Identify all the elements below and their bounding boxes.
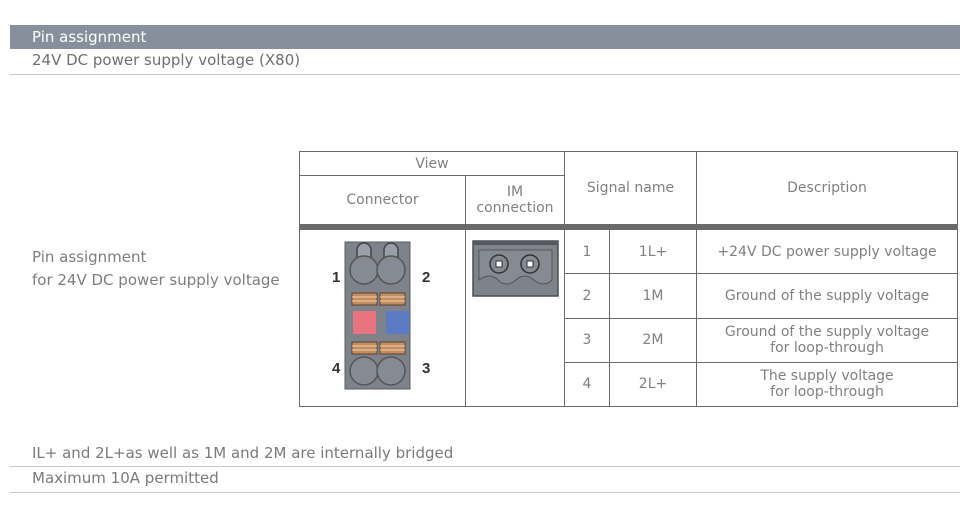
connector-label-3: 3 [422, 360, 430, 377]
signal-name: 2M [609, 317, 697, 363]
table-row: 1 2 4 3 1 1L+ +24V DC power supply volta… [299, 228, 958, 407]
header-im-line1: IM [506, 184, 524, 200]
connector-image-cell: 1 2 4 3 [299, 229, 466, 407]
table-row: 4 2L+ The supply voltage for loop-throug… [300, 361, 958, 408]
pin-number: 1 [564, 228, 610, 275]
header-separator [299, 224, 958, 230]
header-description: Description [696, 151, 958, 225]
side-label-line2: for 24V DC power supply voltage [32, 271, 280, 289]
pin-assignment-label: Pin assignment for 24V DC power supply v… [32, 246, 280, 292]
im-connector-icon [472, 240, 559, 297]
table-row: 2 1M Ground of the supply voltage [300, 273, 958, 319]
pin-number: 3 [564, 317, 610, 363]
table-row: 3 2M Ground of the supply voltage for lo… [300, 317, 958, 363]
pin-description: The supply voltage for loop-through [696, 361, 958, 408]
pin-number: 4 [564, 361, 610, 408]
pin-assignment-table: View Signal name Description Connector I… [299, 151, 958, 408]
pin-description: Ground of the supply voltage [696, 273, 958, 319]
description-line1: Ground of the supply voltage [724, 287, 930, 304]
divider [10, 492, 960, 493]
pin-description: +24V DC power supply voltage [696, 228, 958, 275]
header-signal-name: Signal name [564, 151, 697, 225]
description-line1: The supply voltage [760, 368, 894, 385]
im-connection-image-cell [465, 229, 565, 407]
section-subtitle: 24V DC power supply voltage (X80) [32, 51, 301, 69]
description-line1: Ground of the supply voltage [724, 324, 930, 341]
connector-label-2: 2 [422, 269, 430, 286]
connector-diagram-icon: 1 2 4 3 [332, 241, 430, 390]
connector-label-4: 4 [332, 360, 341, 377]
divider [10, 466, 960, 467]
divider [10, 74, 960, 75]
max-current-note: Maximum 10A permitted [32, 469, 219, 487]
description-line2: for loop-through [770, 340, 884, 357]
signal-name: 1L+ [609, 228, 697, 275]
header-im-line2: connection [476, 200, 554, 216]
signal-name: 2L+ [609, 361, 697, 408]
connector-label-1: 1 [332, 269, 340, 286]
description-line1: +24V DC power supply voltage [717, 243, 937, 260]
description-line2: for loop-through [770, 384, 884, 401]
pin-number: 2 [564, 273, 610, 319]
header-connector: Connector [299, 175, 466, 225]
signal-name: 1M [609, 273, 697, 319]
header-view: View [299, 151, 565, 176]
header-im-connection: IM connection [465, 175, 565, 225]
section-title: Pin assignment [32, 28, 147, 46]
bridged-note: IL+ and 2L+as well as 1M and 2M are inte… [32, 444, 454, 462]
section-header-bar: Pin assignment [10, 25, 960, 49]
pin-description: Ground of the supply voltage for loop-th… [696, 317, 958, 363]
side-label-line1: Pin assignment [32, 248, 147, 266]
